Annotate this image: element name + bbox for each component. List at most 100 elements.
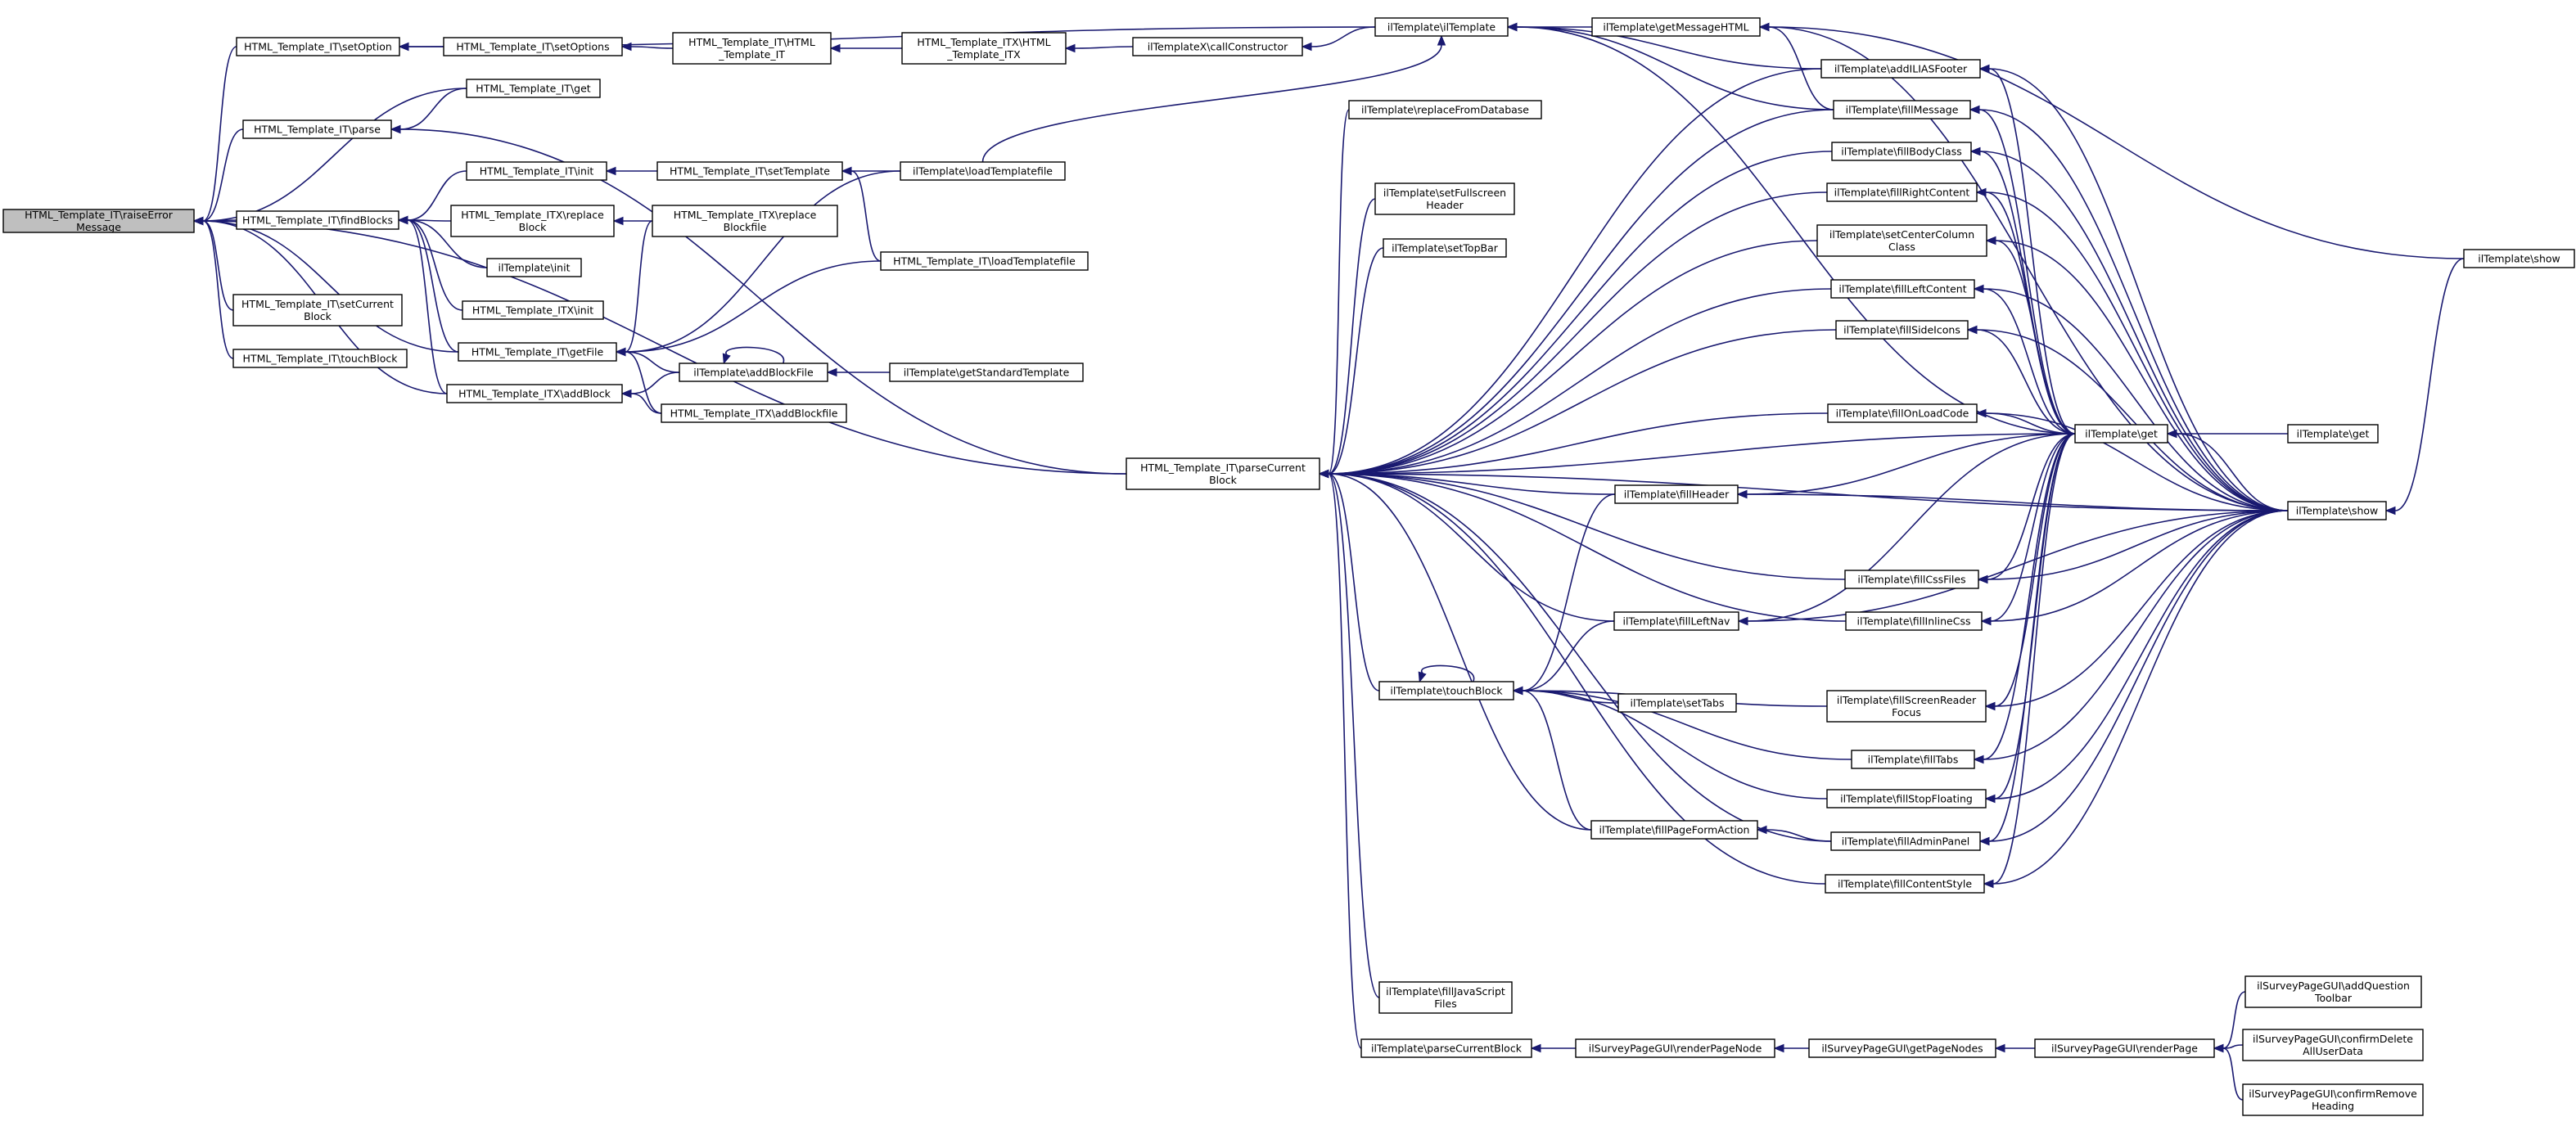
edge-arrowhead [1318, 469, 1329, 479]
node-renderpage[interactable]: ilSurveyPageGUI\renderPage [2034, 1038, 2215, 1058]
edge-itx-addblockfile-to-itx-addblock [620, 389, 662, 414]
node-settabs[interactable]: ilTemplate\setTabs [1617, 693, 1737, 713]
node-fillbodyclass[interactable]: ilTemplate\fillBodyClass [1831, 142, 1972, 161]
node-fillsideicons[interactable]: ilTemplate\fillSideIcons [1835, 320, 1969, 340]
node-box [1830, 831, 1981, 851]
edge-line [202, 88, 467, 222]
node-box [1820, 59, 1981, 79]
node-box [880, 251, 1089, 271]
node-getmessagehtml[interactable]: ilTemplate\getMessageHTML [1591, 17, 1761, 37]
node-fillheader[interactable]: ilTemplate\fillHeader [1614, 484, 1739, 504]
edge-line [625, 170, 901, 353]
node-fillcssfiles[interactable]: ilTemplate\fillCssFiles [1844, 570, 1979, 589]
node-label: _Template_IT [718, 48, 785, 61]
edge-arrowhead [397, 215, 408, 225]
node-parsecurrentblock[interactable]: ilTemplate\parseCurrentBlock [1360, 1038, 1532, 1058]
node-box [889, 363, 1084, 382]
node-fillonloadcode[interactable]: ilTemplate\fillOnLoadCode [1827, 403, 1978, 423]
node-replacefromdatabase[interactable]: ilTemplate\replaceFromDatabase [1348, 100, 1542, 119]
edge-line [1328, 109, 1834, 475]
node-fillstopfloating[interactable]: ilTemplate\fillStopFloating [1826, 789, 1987, 808]
node-fillleftcontent[interactable]: ilTemplate\fillLeftContent [1830, 279, 1975, 299]
graph-nodes: HTML_Template_IT\raiseErrorMessageHTML_T… [2, 17, 2575, 1116]
node-it-init[interactable]: HTML_Template_IT\init [466, 161, 607, 181]
node-addiliasfooter[interactable]: ilTemplate\addILIASFooter [1820, 59, 1981, 79]
node-fillcontentstyle[interactable]: ilTemplate\fillContentStyle [1825, 874, 1985, 894]
node-filltabs[interactable]: ilTemplate\fillTabs [1851, 750, 1975, 769]
node-findblocks[interactable]: HTML_Template_IT\findBlocks [236, 210, 399, 230]
node-getstandardtemplate[interactable]: ilTemplate\getStandardTemplate [889, 363, 1084, 382]
node-label: HTML_Template_IT\HTML [688, 36, 815, 48]
node-label: ilTemplate\replaceFromDatabase [1361, 104, 1529, 116]
node-ilt-show[interactable]: ilTemplate\show [2287, 501, 2387, 520]
edge-line [1979, 151, 2289, 511]
node-fillrightcontent[interactable]: ilTemplate\fillRightContent [1826, 182, 1978, 202]
node-it-loadtemplatefile[interactable]: HTML_Template_IT\loadTemplatefile [880, 251, 1089, 271]
edge-line [1074, 46, 1134, 49]
node-addblockfile[interactable]: ilTemplate\addBlockFile [679, 363, 828, 382]
node-getpagenodes[interactable]: ilSurveyPageGUI\getPageNodes [1808, 1038, 1996, 1058]
node-fillmessage[interactable]: ilTemplate\fillMessage [1833, 100, 1971, 119]
node-it-parse[interactable]: HTML_Template_IT\parse [242, 119, 392, 139]
node-callconstructor[interactable]: ilTemplateX\callConstructor [1132, 37, 1303, 56]
node-it-html[interactable]: HTML_Template_IT\HTML_Template_IT [672, 32, 832, 65]
node-ilt-get[interactable]: ilTemplate\get [2074, 424, 2168, 444]
node-iltemplate[interactable]: ilTemplate\ilTemplate [1374, 17, 1509, 37]
edge-itx-html-to-it-html [829, 43, 902, 53]
node-fillpageformaction[interactable]: ilTemplate\fillPageFormAction [1590, 820, 1758, 840]
edge-line [630, 393, 662, 414]
node-touchblock[interactable]: ilTemplate\touchBlock [1378, 681, 1514, 700]
node-fillleftnav[interactable]: ilTemplate\fillLeftNav [1613, 611, 1739, 631]
node-label: ilTemplateX\callConstructor [1148, 41, 1288, 53]
edge-line [1768, 26, 2289, 511]
edge-line [1328, 198, 1376, 475]
node-parsecurrentblockit[interactable]: HTML_Template_IT\parseCurrentBlock [1126, 457, 1320, 490]
node-it-settemplate[interactable]: HTML_Template_IT\setTemplate [656, 161, 843, 181]
node-touchblockit[interactable]: HTML_Template_IT\touchBlock [232, 349, 408, 368]
edge-arrowhead [1969, 146, 1981, 156]
node-label: Message [76, 221, 121, 233]
node-label: ilTemplate\getMessageHTML [1603, 21, 1748, 34]
node-fillinlinecss[interactable]: ilTemplate\fillInlineCss [1845, 611, 1983, 631]
edge-line [2176, 433, 2289, 511]
node-label: Focus [1892, 706, 1921, 718]
node-label: ilTemplate\addBlockFile [693, 367, 814, 379]
node-settopbar[interactable]: ilTemplate\setTopBar [1383, 238, 1507, 258]
node-setoption[interactable]: HTML_Template_IT\setOption [236, 37, 400, 56]
node-filladminpanel[interactable]: ilTemplate\fillAdminPanel [1830, 831, 1981, 851]
node-loadtemplatefile[interactable]: ilTemplate\loadTemplatefile [900, 161, 1066, 181]
node-box [2242, 1083, 2424, 1116]
node-label: ilTemplate\fillAdminPanel [1842, 835, 1970, 848]
node-itx-init[interactable]: HTML_Template_ITX\init [462, 300, 604, 320]
node-it-get[interactable]: HTML_Template_IT\get [466, 79, 601, 98]
edge-ilt-show-to-fillleftnav [1737, 510, 2289, 626]
node-renderpagenode[interactable]: ilSurveyPageGUI\renderPageNode [1575, 1038, 1775, 1058]
edge-ilt-get-to-fillrightcontent [1975, 187, 2076, 435]
node-label: HTML_Template_IT\setCurrent [241, 298, 394, 310]
node-ilt-show2[interactable]: ilTemplate\show [2463, 249, 2575, 268]
node-box [1374, 182, 1515, 215]
node-it-getfile[interactable]: HTML_Template_IT\getFile [458, 342, 617, 362]
node-ilt-get2[interactable]: ilTemplate\get [2287, 424, 2379, 444]
node-itx-html[interactable]: HTML_Template_ITX\HTML_Template_ITX [901, 32, 1067, 65]
edge-itx-replaceblockfile-to-itx-replaceblock [612, 216, 652, 226]
edge-ilt-show-to-fillsideicons [1966, 325, 2289, 511]
node-ilt-init[interactable]: ilTemplate\init [486, 258, 582, 277]
node-setoptions[interactable]: HTML_Template_IT\setOptions [443, 37, 623, 56]
edge-renderpagenode-to-parsecurrentblock [1530, 1043, 1576, 1053]
edge-loadtemplatefile-to-iltemplate [981, 34, 1446, 163]
node-itx-addblock[interactable]: HTML_Template_ITX\addBlock [446, 384, 623, 403]
edge-line [1983, 433, 2076, 760]
node-itx-addblockfile[interactable]: HTML_Template_ITX\addBlockfile [661, 403, 847, 423]
